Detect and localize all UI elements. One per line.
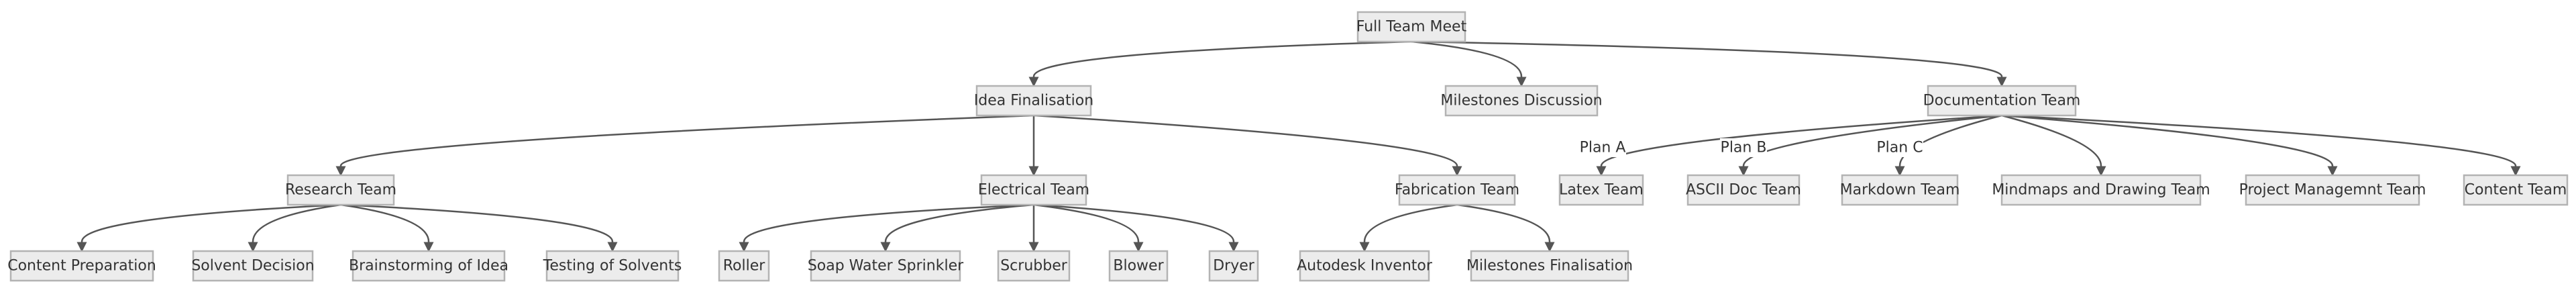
edge-label-latex-team: Plan A xyxy=(1579,138,1626,157)
node-label: Scrubber xyxy=(1000,258,1068,275)
node-label: Markdown Team xyxy=(1840,182,1960,199)
node-documentation-team[interactable]: Documentation Team xyxy=(1923,85,2081,117)
node-research-team[interactable]: Research Team xyxy=(285,174,396,206)
node-milestones-finalisation[interactable]: Milestones Finalisation xyxy=(1466,250,1633,282)
node-autodesk-inventor[interactable]: Autodesk Inventor xyxy=(1297,250,1433,282)
edge-full-team-meet-to-milestones-discussion xyxy=(1411,40,1527,87)
edge-research-team-to-content-preparation xyxy=(76,203,341,252)
node-label: Roller xyxy=(723,258,766,275)
node-blower[interactable]: Blower xyxy=(1108,250,1169,282)
node-label: Blower xyxy=(1113,258,1164,275)
node-solvent-decision[interactable]: Solvent Decision xyxy=(191,250,315,282)
node-label: Documentation Team xyxy=(1923,93,2081,109)
node-label: Brainstorming of Idea xyxy=(349,258,508,275)
node-label: ASCII Doc Team xyxy=(1686,182,1801,199)
node-label: Soap Water Sprinkler xyxy=(808,258,964,275)
node-label: Latex Team xyxy=(1559,182,1644,199)
edge-idea-finalisation-to-fabrication-team xyxy=(1033,114,1462,177)
edge-electrical-team-to-soap-water-sprinkler xyxy=(880,203,1034,252)
edge-research-team-to-brainstorming-idea xyxy=(340,203,434,252)
edge-fabrication-team-to-autodesk-inventor xyxy=(1359,203,1458,252)
node-label: Project Managemnt Team xyxy=(2239,182,2426,199)
node-latex-team[interactable]: Latex Team xyxy=(1558,174,1644,206)
node-content-preparation[interactable]: Content Preparation xyxy=(7,250,156,282)
edge-documentation-team-to-ascii-doc-team xyxy=(1738,114,2002,177)
node-label: Content Preparation xyxy=(7,258,156,275)
node-fabrication-team[interactable]: Fabrication Team xyxy=(1395,174,1519,206)
node-idea-finalisation[interactable]: Idea Finalisation xyxy=(974,85,1093,117)
node-full-team-meet[interactable]: Full Team Meet xyxy=(1356,11,1467,43)
node-label: Milestones Finalisation xyxy=(1466,258,1633,275)
edge-label-text: Plan C xyxy=(1876,140,1923,156)
node-ascii-doc-team[interactable]: ASCII Doc Team xyxy=(1686,174,1801,206)
node-label: Full Team Meet xyxy=(1356,19,1467,36)
edge-research-team-to-testing-solvents xyxy=(340,203,618,252)
edge-fabrication-team-to-milestones-finalisation xyxy=(1456,203,1555,252)
node-label: Milestones Discussion xyxy=(1440,93,1602,109)
edge-idea-finalisation-to-research-team xyxy=(335,114,1034,177)
edge-documentation-team-to-mindmaps-team xyxy=(2001,114,2106,177)
node-soap-water-sprinkler[interactable]: Soap Water Sprinkler xyxy=(808,250,964,282)
node-scrubber[interactable]: Scrubber xyxy=(997,250,1071,282)
edge-electrical-team-to-dryer xyxy=(1033,203,1239,252)
node-label: Dryer xyxy=(1213,258,1255,275)
node-electrical-team[interactable]: Electrical Team xyxy=(978,174,1089,206)
edge-full-team-meet-to-documentation-team xyxy=(1411,40,2007,87)
node-label: Mindmaps and Drawing Team xyxy=(1992,182,2210,199)
node-label: Electrical Team xyxy=(978,182,1089,199)
node-testing-solvents[interactable]: Testing of Solvents xyxy=(543,250,682,282)
node-content-team[interactable]: Content Team xyxy=(2463,174,2569,206)
edge-label-ascii-doc-team: Plan B xyxy=(1720,138,1767,157)
node-brainstorming-idea[interactable]: Brainstorming of Idea xyxy=(349,250,508,282)
node-label: Content Team xyxy=(2465,182,2567,199)
edge-documentation-team-to-latex-team xyxy=(1596,114,2002,177)
edges-layer xyxy=(76,40,2521,252)
edge-electrical-team-to-roller xyxy=(739,203,1034,252)
node-label: Solvent Decision xyxy=(191,258,314,275)
node-markdown-team[interactable]: Markdown Team xyxy=(1840,174,1960,206)
edge-research-team-to-solvent-decision xyxy=(248,203,341,252)
edge-label-markdown-team: Plan C xyxy=(1876,138,1923,157)
edge-electrical-team-to-blower xyxy=(1033,203,1144,252)
node-project-management-team[interactable]: Project Managemnt Team xyxy=(2239,174,2426,206)
edge-labels-layer: Plan A Plan B Plan C xyxy=(1579,138,1923,157)
node-mindmaps-team[interactable]: Mindmaps and Drawing Team xyxy=(1992,174,2210,206)
node-label: Fabrication Team xyxy=(1395,182,1519,199)
edge-label-text: Plan A xyxy=(1580,140,1626,156)
node-label: Autodesk Inventor xyxy=(1297,258,1433,275)
edge-documentation-team-to-project-management-team xyxy=(2001,114,2338,177)
node-label: Testing of Solvents xyxy=(543,258,682,275)
edge-documentation-team-to-content-team xyxy=(2001,114,2521,177)
node-label: Idea Finalisation xyxy=(974,93,1093,109)
node-dryer[interactable]: Dryer xyxy=(1208,250,1259,282)
node-milestones-discussion[interactable]: Milestones Discussion xyxy=(1440,85,1603,117)
edge-label-text: Plan B xyxy=(1721,140,1767,156)
node-roller[interactable]: Roller xyxy=(718,250,770,282)
edge-full-team-meet-to-idea-finalisation xyxy=(1028,40,1412,87)
node-label: Research Team xyxy=(285,182,396,199)
